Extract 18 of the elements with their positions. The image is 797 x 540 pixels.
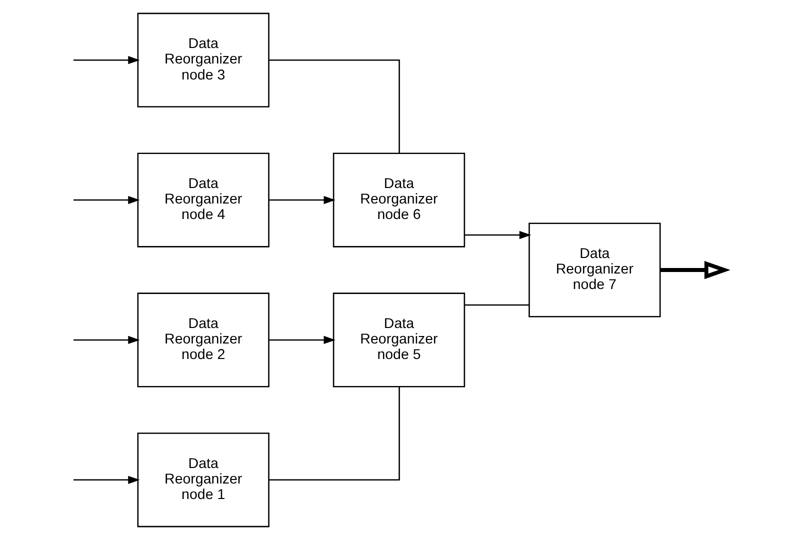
arrow (464, 230, 531, 240)
node-box: Data Reorganizer node 3 (136, 12, 269, 108)
arrow (268, 336, 335, 344)
node-box: Data Reorganizer node 7 (528, 222, 660, 318)
connector (268, 59, 400, 154)
arrow (72, 196, 140, 204)
arrow (72, 56, 140, 64)
arrow (72, 336, 140, 344)
arrow (72, 476, 140, 484)
node-box: Data Reorganizer node 4 (136, 152, 269, 248)
connector (268, 386, 400, 481)
node-box: Data Reorganizer node 2 (136, 292, 269, 388)
node-box: Data Reorganizer node 1 (136, 432, 269, 528)
connector (464, 304, 529, 306)
arrow (660, 260, 730, 280)
node-box: Data Reorganizer node 5 (332, 292, 465, 388)
arrow (268, 196, 335, 204)
node-box: Data Reorganizer node 6 (332, 152, 465, 248)
